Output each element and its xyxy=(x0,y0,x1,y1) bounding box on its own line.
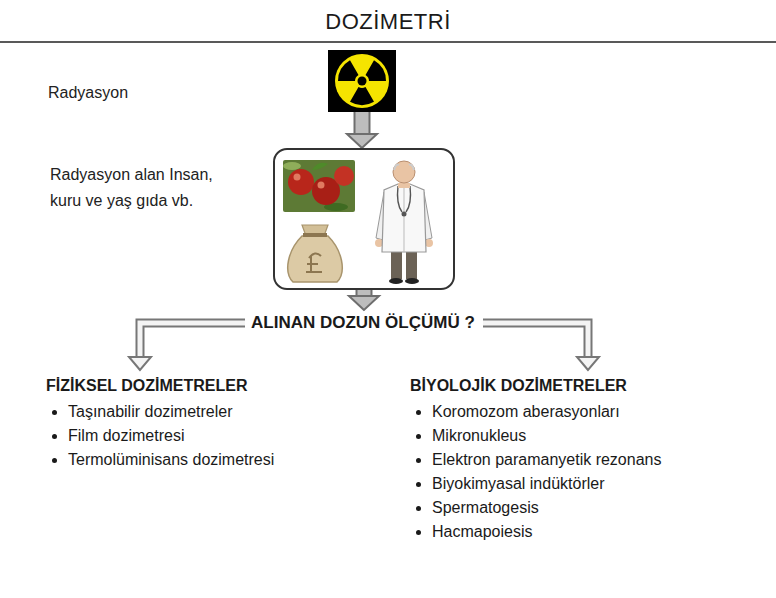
diagram-title: DOZİMETRİ xyxy=(0,9,776,35)
list-item: Elektron paramanyetik rezonans xyxy=(432,448,668,472)
item-list: Taşınabilir dozimetrelerFilm dozimetresi… xyxy=(46,400,281,472)
arrow-head xyxy=(129,357,151,370)
item-list: Koromozom aberasyonlarıMikronukleusElekt… xyxy=(410,400,668,544)
side-label: Radyasyon xyxy=(48,80,128,106)
doctor-figure xyxy=(375,161,433,284)
list-item: Spermatogesis xyxy=(432,496,668,520)
arrow-shaft xyxy=(356,112,369,135)
list-item: Mikronukleus xyxy=(432,424,668,448)
apple-picture xyxy=(283,160,355,212)
exposure-box: Radyasyon alan Insan, kuru ve yaş gıda v… xyxy=(273,148,455,290)
radiation-symbol xyxy=(328,50,396,112)
list-item: Taşınabilir dozimetreler xyxy=(68,400,281,424)
flow-arrow xyxy=(347,112,377,148)
arrow-shaft xyxy=(140,323,245,358)
arrow-head xyxy=(347,134,377,148)
flow-arrow xyxy=(483,323,599,370)
arrow-head xyxy=(349,296,379,310)
question-text: ALINAN DOZUN ÖLÇÜMÜ ? xyxy=(251,313,477,333)
arrow-shaft xyxy=(140,323,245,358)
arrow-shaft xyxy=(483,323,588,358)
group-heading: BİYOLOJİK DOZİMETRELER xyxy=(410,375,668,397)
list-item: Hacmapoiesis xyxy=(432,520,668,544)
dosimeter-list: BİYOLOJİK DOZİMETRELER Koromozom aberasyo… xyxy=(410,370,668,544)
list-item: Biyokimyasal indüktörler xyxy=(432,472,668,496)
money-bag xyxy=(288,225,342,282)
flow-arrow xyxy=(129,323,245,370)
arrow-shaft xyxy=(483,323,588,358)
side-label: Radyasyon alan Insan, kuru ve yaş gıda v… xyxy=(50,162,215,214)
title-rule xyxy=(0,41,776,43)
list-item: Termolüminisans dozimetresi xyxy=(68,448,281,472)
dosimeter-list: FİZİKSEL DOZİMETRELER Taşınabilir dozimet… xyxy=(46,370,281,472)
arrow-head xyxy=(577,357,599,370)
arrow-shaft xyxy=(354,112,371,135)
list-item: Koromozom aberasyonları xyxy=(432,400,668,424)
list-item: Film dozimetresi xyxy=(68,424,281,448)
group-heading: FİZİKSEL DOZİMETRELER xyxy=(46,375,281,397)
flow-arrow xyxy=(349,290,379,310)
radiation-symbol-box: Radyasyon xyxy=(328,50,396,112)
question-box: ALINAN DOZUN ÖLÇÜMÜ ? xyxy=(245,310,483,336)
